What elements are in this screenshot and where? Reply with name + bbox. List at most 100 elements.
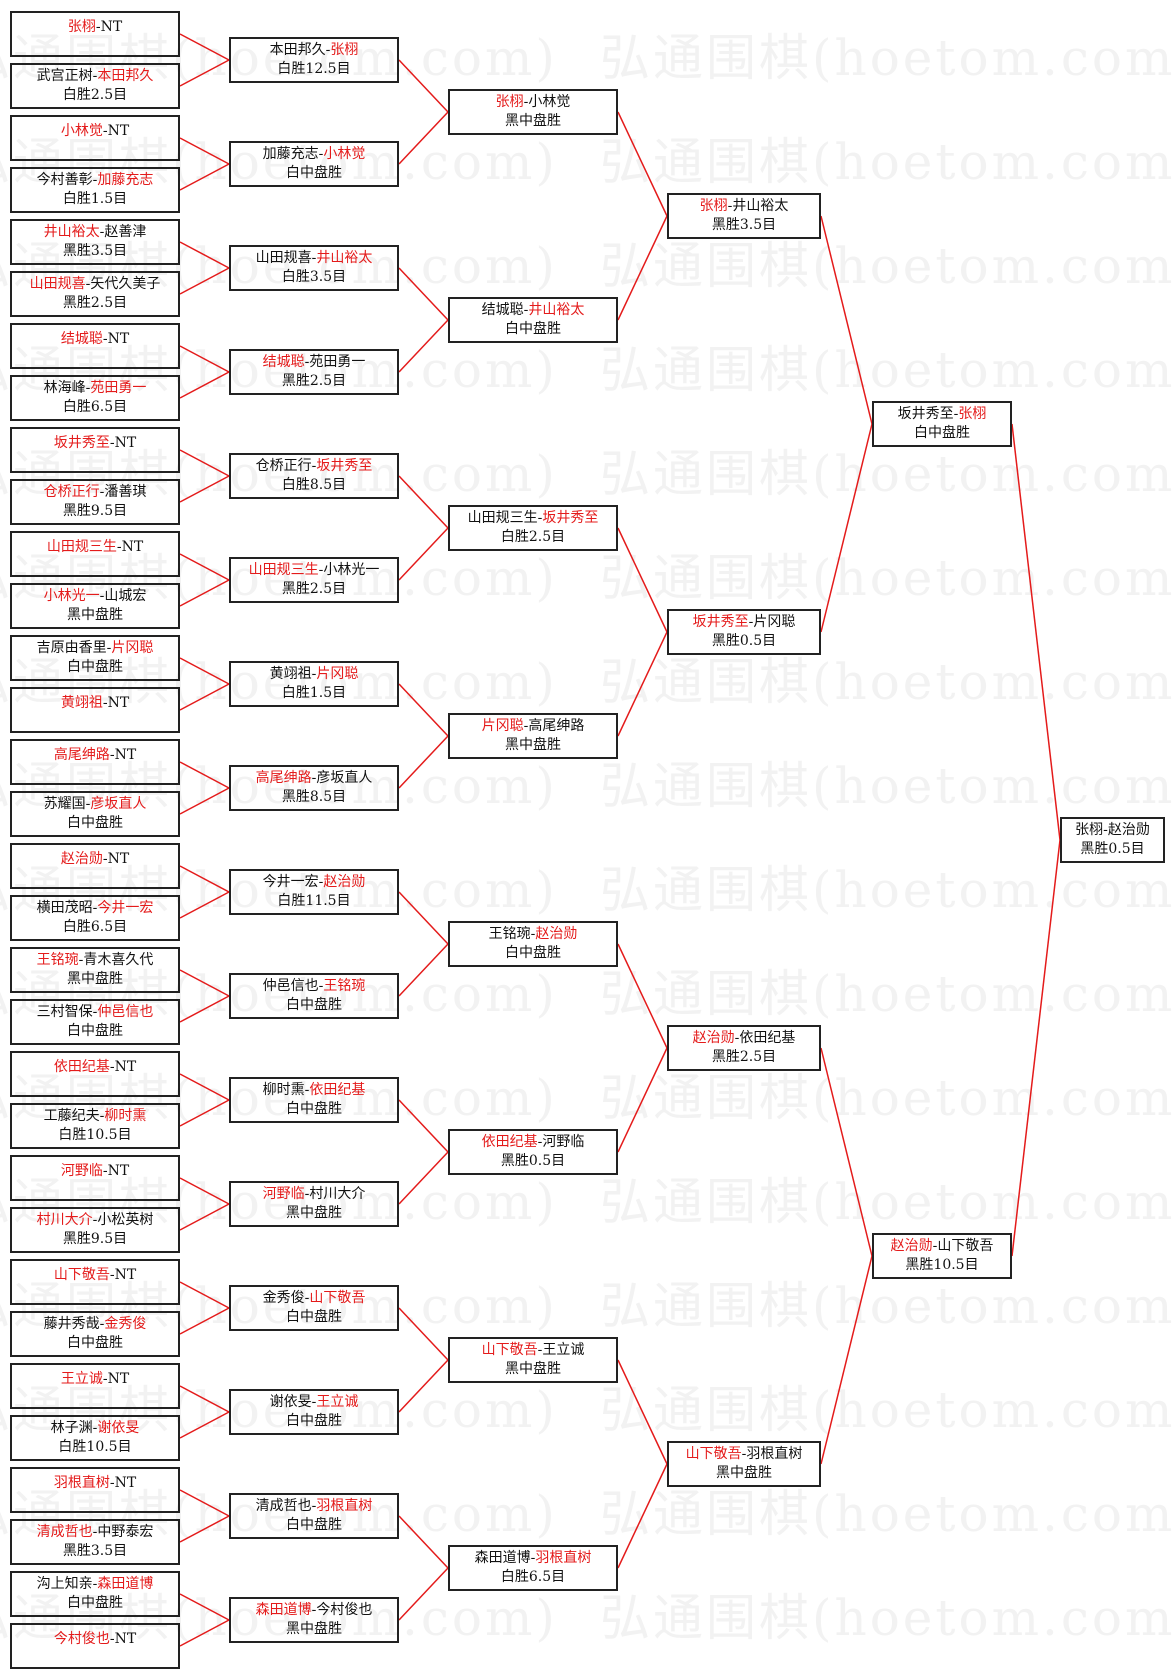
match-result: 白胜1.5目: [62, 191, 128, 207]
match-result: 黑中盘胜: [505, 737, 561, 753]
bracket-connector: [179, 475, 230, 503]
vs-separator: -: [92, 1524, 98, 1540]
player-name: 仓桥正行: [43, 484, 100, 500]
vs-separator: -: [102, 1370, 108, 1387]
bracket-connector: [179, 163, 230, 191]
match-box-round1: 林海峰-苑田勇一白胜6.5目: [10, 375, 180, 421]
match-result: 黑胜3.5目: [62, 243, 128, 259]
vs-separator: -: [537, 1134, 543, 1150]
player-name: 武宫正树: [36, 68, 93, 84]
player-name: 森田道博: [255, 1602, 312, 1618]
player-name: 小林光一: [323, 562, 380, 578]
player-name: NT: [107, 850, 130, 867]
match-box-round1: 张栩-NT: [10, 11, 180, 57]
player-name: 山田规喜: [29, 276, 86, 292]
match-box-round2: 黄翊祖-片冈聪白胜1.5目: [229, 661, 399, 707]
bracket-connector: [179, 345, 230, 373]
player-name: 今井一宏: [262, 874, 319, 890]
vs-separator: -: [116, 538, 122, 555]
player-name: 柳时熏: [262, 1082, 305, 1098]
match-result: 黑胜0.5目: [500, 1153, 566, 1169]
match-box-round1: 林子渊-谢依旻白胜10.5目: [10, 1415, 180, 1461]
player-name: 仲邑信也: [97, 1004, 154, 1020]
match-box-round6: 张栩-赵治勋黑胜0.5目: [1060, 817, 1165, 863]
bracket-connector: [617, 1463, 668, 1569]
bracket-connector: [179, 1619, 230, 1647]
player-name: 本田邦久: [97, 68, 154, 84]
vs-separator: -: [932, 1238, 938, 1254]
bracket-connector: [398, 1307, 449, 1361]
match-players: 工藤纪夫-柳时熏: [44, 1107, 147, 1126]
match-players: 高尾绅路-彦坂直人: [256, 769, 373, 788]
match-players: 井山裕太-赵善津: [44, 223, 147, 242]
vs-separator: -: [99, 588, 105, 604]
match-box-round2: 山田规三生-小林光一黑胜2.5目: [229, 557, 399, 603]
bracket-connector: [179, 995, 230, 1023]
match-players: 林海峰-苑田勇一: [44, 379, 147, 398]
player-name: 中野泰宏: [97, 1524, 154, 1540]
player-name: 坂井秀至: [53, 434, 110, 451]
player-name: 小林觉: [60, 122, 103, 139]
player-name: 山城宏: [104, 588, 147, 604]
match-result: 黑胜2.5目: [711, 1049, 777, 1065]
player-name: 清成哲也: [255, 1498, 312, 1514]
match-result: 白胜6.5目: [62, 399, 128, 415]
player-name: 王立诚: [60, 1370, 103, 1387]
match-box-round2: 柳时熏-依田纪基白中盘胜: [229, 1077, 399, 1123]
match-box-round1: 山下敬吾-NT: [10, 1259, 180, 1305]
vs-separator: -: [109, 1630, 115, 1647]
player-name: 沟上知亲: [36, 1576, 93, 1592]
player-name: 河野临: [542, 1134, 585, 1150]
vs-separator: -: [311, 1498, 317, 1514]
match-box-round1: 藤井秀哉-金秀俊白中盘胜: [10, 1311, 180, 1357]
bracket-connector: [179, 1307, 230, 1335]
match-box-round4: 赵治勋-依田纪基黑胜2.5目: [667, 1025, 821, 1071]
match-box-round1: 依田纪基-NT: [10, 1051, 180, 1097]
match-result: 黑胜2.5目: [62, 295, 128, 311]
player-name: 片冈聪: [481, 718, 524, 734]
match-players: 山田规三生-小林光一: [249, 561, 380, 580]
player-name: 青木喜久代: [83, 952, 154, 968]
player-name: 张栩: [699, 198, 728, 214]
bracket-connector: [617, 1047, 668, 1153]
match-result: 黑胜9.5目: [62, 1231, 128, 1247]
match-box-round1: 高尾绅路-NT: [10, 739, 180, 785]
player-name: 谢依旻: [97, 1420, 140, 1436]
player-name: 山下敬吾: [53, 1266, 110, 1283]
player-name: 井山裕太: [732, 198, 789, 214]
player-name: 柳时熏: [104, 1108, 147, 1124]
match-players: 加藤充志-小林觉: [263, 145, 366, 164]
match-result: 黑胜3.5目: [711, 217, 777, 233]
player-name: 高尾绅路: [53, 746, 110, 763]
match-players: 赵治勋-依田纪基: [693, 1029, 796, 1048]
player-name: 赵治勋: [60, 850, 103, 867]
match-box-round1: 羽根直树-NT: [10, 1467, 180, 1513]
vs-separator: -: [311, 1602, 317, 1618]
player-name: 今村俊也: [316, 1602, 373, 1618]
match-players: 金秀俊-山下敬吾: [263, 1289, 366, 1308]
player-name: 山田规三生: [46, 538, 117, 555]
vs-separator: -: [311, 666, 317, 682]
player-name: 村川大介: [309, 1186, 366, 1202]
player-name: 片冈聪: [111, 640, 154, 656]
match-players: 王立诚-NT: [61, 1370, 129, 1389]
bracket-connector: [398, 1515, 449, 1569]
match-players: 清成哲也-羽根直树: [256, 1497, 373, 1516]
match-result: 黑胜10.5目: [905, 1257, 979, 1273]
match-box-round3: 山下敬吾-王立诚黑中盘胜: [448, 1337, 618, 1383]
player-name: 藤井秀哉: [43, 1316, 100, 1332]
match-box-round1: 坂井秀至-NT: [10, 427, 180, 473]
bracket-connector: [617, 631, 668, 737]
match-players: 山田规喜-矢代久美子: [30, 275, 161, 294]
match-players: 今井一宏-赵治勋: [263, 873, 366, 892]
match-result: 白胜10.5目: [58, 1439, 132, 1455]
match-players: 仓桥正行-坂井秀至: [256, 457, 373, 476]
match-result: 黑胜0.5目: [1080, 841, 1145, 857]
match-box-round3: 张栩-小林觉黑中盘胜: [448, 89, 618, 135]
match-players: 柳时熏-依田纪基: [263, 1081, 366, 1100]
player-name: 今村俊也: [53, 1630, 110, 1647]
vs-separator: -: [85, 796, 91, 812]
player-name: 林海峰: [43, 380, 86, 396]
vs-separator: -: [325, 42, 331, 58]
match-result: 白胜1.5目: [281, 685, 347, 701]
